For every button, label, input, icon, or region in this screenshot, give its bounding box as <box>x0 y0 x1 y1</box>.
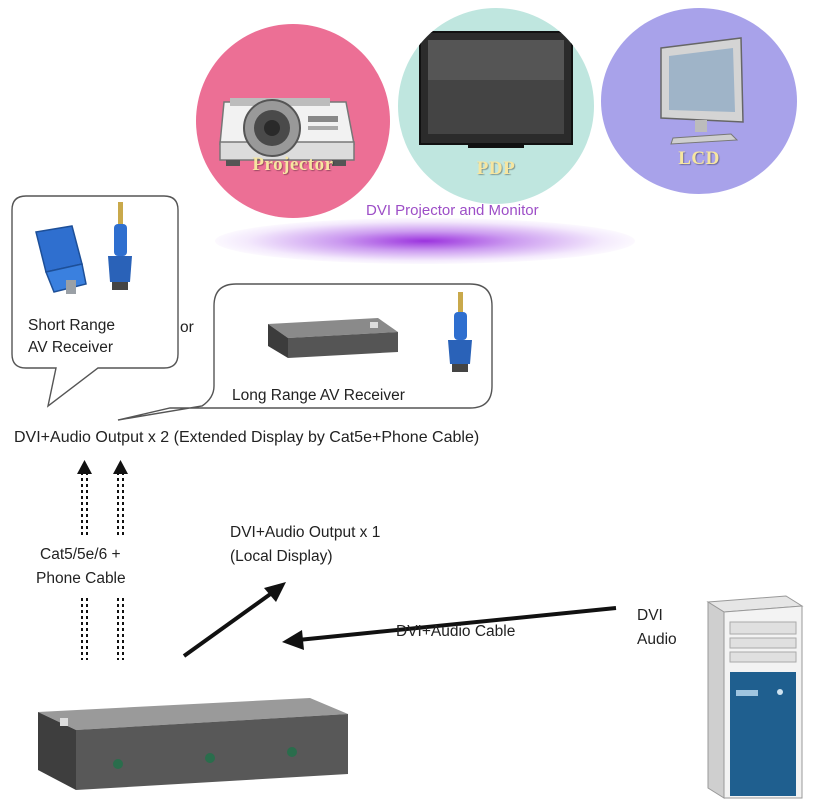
local-output-label-line2: (Local Display) <box>230 548 333 565</box>
cable-label-line2: Phone Cable <box>36 570 126 587</box>
lcd-label: LCD <box>678 148 720 169</box>
short-range-label-line1: Short Range <box>28 317 116 334</box>
input-cable-arrowhead <box>282 630 304 650</box>
dvi-connector-icon <box>35 225 87 294</box>
receiver-box-icon <box>268 318 398 358</box>
local-display-arrowhead <box>264 582 286 602</box>
pdp-circle: PDP <box>398 8 594 204</box>
projector-circle: Projector <box>196 24 390 218</box>
pc-tower-icon <box>706 595 804 799</box>
local-output-label-line1: DVI+Audio Output x 1 <box>230 524 381 541</box>
short-range-label-line2: AV Receiver <box>28 339 113 356</box>
input-cable-arrow <box>297 606 617 642</box>
displays-caption: DVI Projector and Monitor <box>366 202 539 219</box>
cable-label-line1: Cat5/5e/6 + <box>40 546 121 563</box>
input-cable-label: DVI+Audio Cable <box>396 623 516 640</box>
plasma-display-icon <box>419 31 573 148</box>
local-display-arrow <box>182 588 278 658</box>
projector-label: Projector <box>252 154 334 175</box>
pdp-label: PDP <box>476 158 516 179</box>
long-range-label: Long Range AV Receiver <box>232 387 405 404</box>
splitter-box-icon <box>38 698 348 790</box>
lcd-circle: LCD <box>601 8 797 194</box>
pc-port-label-line2: Audio <box>637 631 677 648</box>
uplink-arrowhead-left <box>77 460 92 474</box>
pc-port-label-line1: DVI <box>637 607 663 624</box>
extended-output-label: DVI+Audio Output x 2 (Extended Display b… <box>14 429 480 446</box>
projector-icon <box>219 98 355 166</box>
audio-plug-icon <box>108 202 132 290</box>
audio-plug-icon-long-range <box>448 292 472 372</box>
or-label: or <box>180 319 194 336</box>
cat5-uplink-right <box>117 474 124 660</box>
cat5-uplink-left <box>81 474 88 660</box>
lcd-monitor-icon <box>660 37 744 145</box>
signal-glow <box>215 218 635 264</box>
uplink-arrowhead-right <box>113 460 128 474</box>
